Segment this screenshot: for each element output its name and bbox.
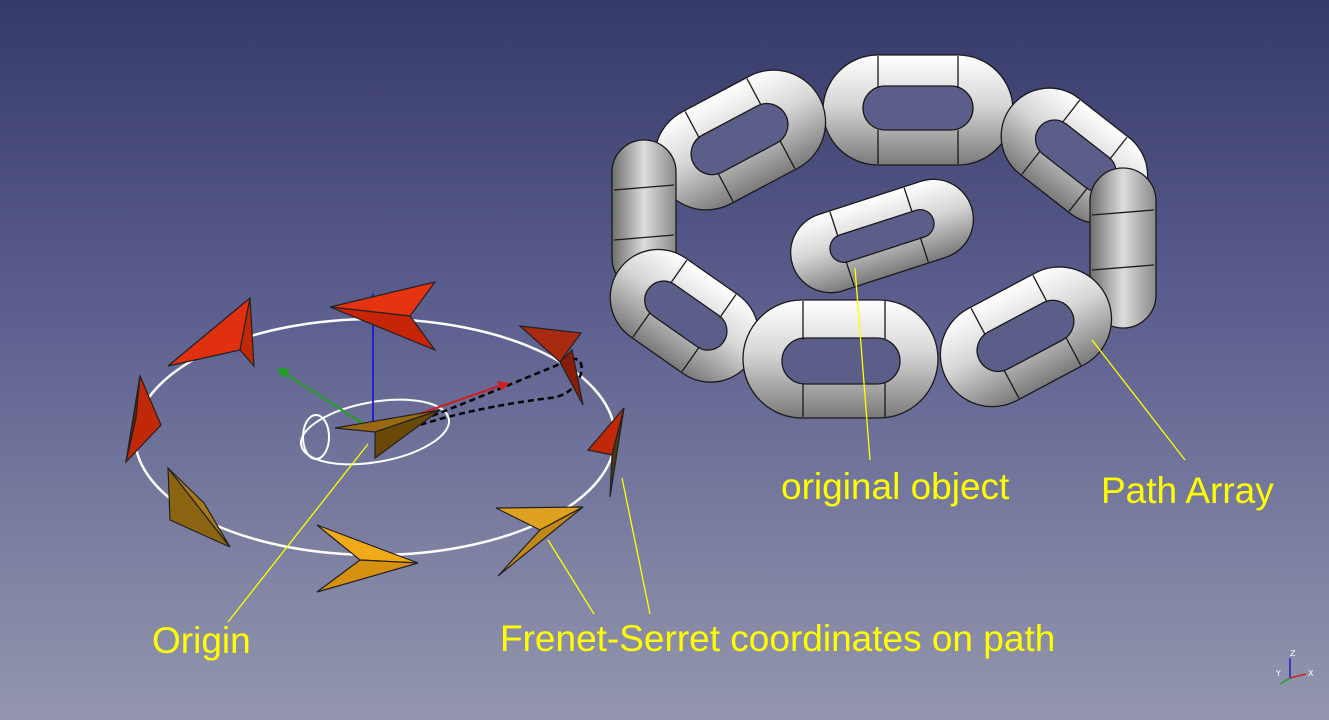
- annotation-lines: [227, 267, 1186, 623]
- chain-link: [939, 266, 1113, 408]
- path-array-leader: [1091, 339, 1186, 461]
- axis-cross-y-icon: [1279, 677, 1291, 685]
- axis-y-letter: Y: [1275, 669, 1281, 678]
- small-circle: [302, 414, 330, 460]
- chain-link: [653, 69, 827, 211]
- path-array-frames-group: [125, 281, 625, 593]
- frame-arrow-bottom-right: [495, 506, 584, 577]
- original-object-label: original object: [781, 466, 1010, 507]
- axis-cross-navigator[interactable]: Z X Y: [1270, 648, 1320, 686]
- axis-z-letter: Z: [1290, 649, 1296, 658]
- origin-label: Origin: [152, 620, 251, 661]
- origin-leader: [227, 443, 369, 623]
- frame-arrow-bottom: [316, 524, 419, 593]
- chain-link: [742, 299, 939, 419]
- chain-link: [1089, 167, 1157, 329]
- dashed-path: [394, 357, 583, 432]
- frenet-leader-1: [547, 539, 595, 615]
- axis-x-letter: X: [1308, 669, 1314, 678]
- frame-arrow-right: [586, 407, 625, 498]
- frenet-label: Frenet-Serret coordinates on path: [500, 618, 1056, 659]
- frame-arrow-top: [329, 281, 437, 352]
- path-array-label: Path Array: [1101, 470, 1274, 511]
- axis-cross-x-icon: [1289, 673, 1307, 679]
- frenet-leader-2: [621, 477, 651, 615]
- original-leader: [854, 267, 871, 461]
- original-object-link: [789, 178, 975, 294]
- frame-arrow-left: [125, 373, 162, 464]
- frame-arrow-top-right: [518, 325, 584, 406]
- y-axis-arrowhead: [277, 368, 290, 379]
- path-array-chain: [609, 54, 1157, 419]
- frame-arrow-origin: [334, 409, 441, 460]
- x-axis-arrowhead: [497, 381, 510, 391]
- frame-arrow-top-left: [167, 296, 255, 368]
- chain-link: [822, 54, 1014, 166]
- y-axis-line: [282, 371, 374, 431]
- frame-arrow-bottom-left: [167, 466, 231, 548]
- small-path-ellipse: [299, 398, 451, 466]
